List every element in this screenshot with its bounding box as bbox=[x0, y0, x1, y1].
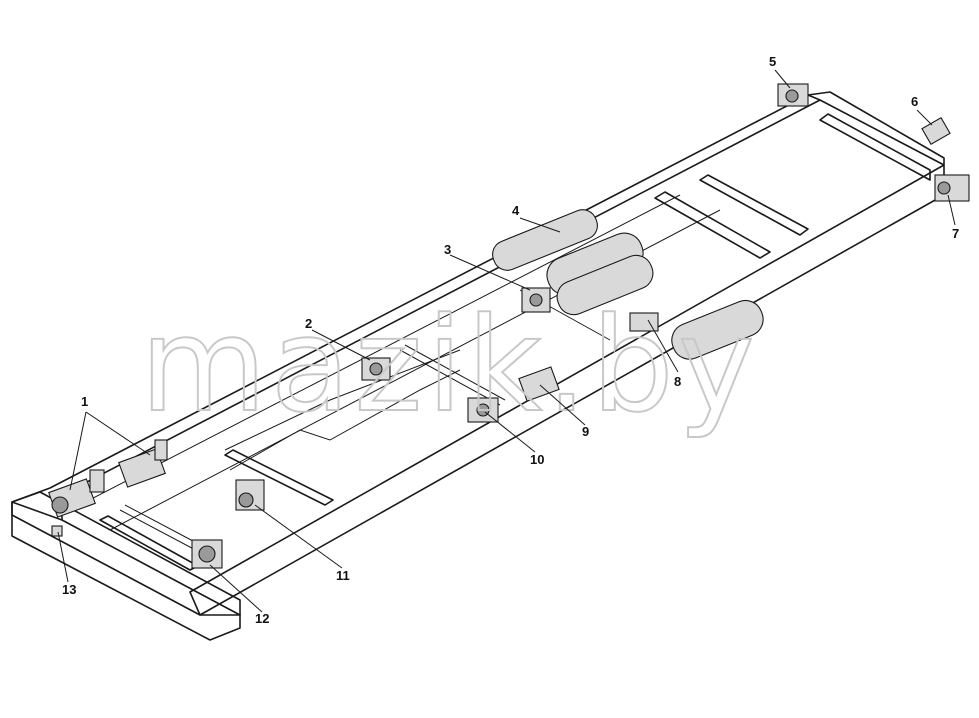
air-receiver-8 bbox=[629, 299, 764, 360]
callout-3: 3 bbox=[444, 242, 451, 257]
watermark-text: mazik.by bbox=[140, 289, 759, 441]
coupling-head-6 bbox=[921, 116, 951, 146]
brake-chamber-rear-right bbox=[118, 439, 168, 488]
valve-11 bbox=[235, 479, 265, 511]
valve-3 bbox=[521, 287, 551, 313]
leader-lines bbox=[57, 69, 956, 613]
callout-labels: 1 2 3 4 5 6 7 8 9 10 11 12 13 bbox=[62, 54, 959, 626]
callout-6: 6 bbox=[911, 94, 918, 109]
callout-4: 4 bbox=[512, 203, 520, 218]
callout-10: 10 bbox=[530, 452, 544, 467]
callout-11: 11 bbox=[336, 568, 350, 583]
bracket-5 bbox=[777, 83, 809, 107]
air-receivers-pair bbox=[546, 232, 654, 316]
valve-12 bbox=[191, 539, 223, 569]
connector-13 bbox=[51, 525, 63, 537]
callout-1: 1 bbox=[81, 394, 88, 409]
callout-12: 12 bbox=[255, 611, 269, 626]
coupling-head-7 bbox=[934, 174, 970, 202]
callout-7: 7 bbox=[952, 226, 959, 241]
callout-8: 8 bbox=[674, 374, 681, 389]
callout-2: 2 bbox=[305, 316, 312, 331]
callout-9: 9 bbox=[582, 424, 589, 439]
callout-5: 5 bbox=[769, 54, 776, 69]
relay-valve-2 bbox=[361, 357, 391, 381]
callout-13: 13 bbox=[62, 582, 76, 597]
air-receiver-4 bbox=[492, 209, 598, 271]
frame-rear-crossmember bbox=[11, 491, 241, 616]
brake-chamber-rear-left bbox=[48, 469, 105, 518]
